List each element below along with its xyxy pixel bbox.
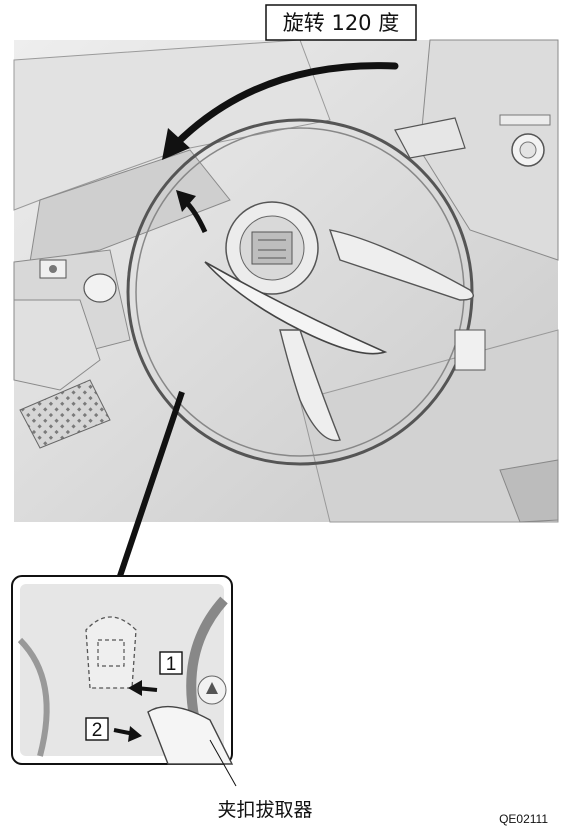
step-2-number: 2 [92,720,103,741]
detail-inset: 1 2 [12,576,232,764]
clip-outline [86,617,136,688]
step-1-number: 1 [166,654,177,675]
rotation-label-box: 旋转 120 度 [266,5,416,40]
tool-caption: 夹扣拔取器 [217,799,312,821]
rotation-label: 旋转 120 度 [283,11,399,35]
figure-code: QE02111 [499,812,548,826]
